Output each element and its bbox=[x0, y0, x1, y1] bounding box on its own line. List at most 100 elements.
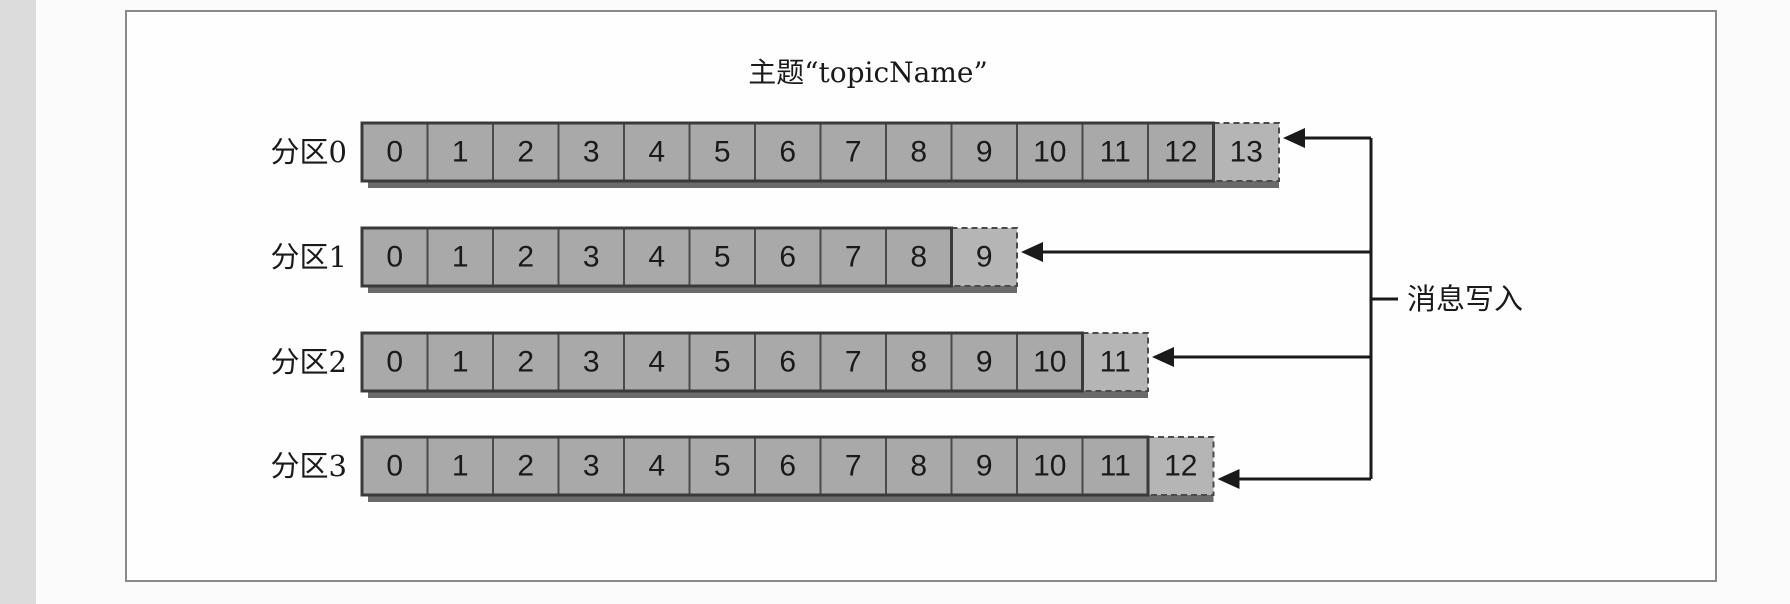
cell-box bbox=[885, 227, 953, 287]
offset-number: 7 bbox=[845, 346, 862, 379]
log-offset-cell: 9 bbox=[950, 332, 1018, 392]
log-offset-cell: 8 bbox=[885, 227, 953, 287]
offset-number: 1 bbox=[452, 450, 469, 483]
cell-box bbox=[623, 227, 691, 287]
offset-number: 9 bbox=[976, 450, 993, 483]
partition-label: 分区2 bbox=[271, 345, 347, 379]
cell-box bbox=[754, 122, 822, 182]
offset-number: 5 bbox=[714, 136, 731, 169]
write-arrow-head bbox=[1152, 347, 1174, 367]
cell-box bbox=[426, 227, 494, 287]
offset-number: 1 bbox=[452, 346, 469, 379]
partition-label: 分区0 bbox=[271, 135, 347, 169]
log-offset-cell: 1 bbox=[426, 332, 494, 392]
partition-outline bbox=[360, 331, 1084, 393]
offset-number: 4 bbox=[648, 346, 665, 379]
log-offset-cell: 4 bbox=[623, 332, 691, 392]
offset-number: 2 bbox=[517, 450, 534, 483]
cell-box bbox=[492, 436, 560, 496]
offset-number: 8 bbox=[910, 346, 927, 379]
messages-written-label: 消息写入 bbox=[1407, 282, 1523, 316]
offset-number: 13 bbox=[1230, 136, 1263, 169]
log-offset-cell: 7 bbox=[819, 436, 887, 496]
log-offset-cell: 11 bbox=[1081, 122, 1149, 182]
log-offset-cell: 0 bbox=[361, 227, 429, 287]
log-offset-cell: 0 bbox=[361, 332, 429, 392]
diagram-title: 主题“topicName” bbox=[748, 56, 988, 89]
offset-number: 2 bbox=[517, 241, 534, 274]
offset-number: 3 bbox=[583, 136, 600, 169]
cell-box bbox=[361, 227, 429, 287]
offset-number: 10 bbox=[1033, 136, 1066, 169]
next-write-slot: 11 bbox=[1081, 332, 1149, 392]
log-offset-cell: 7 bbox=[819, 122, 887, 182]
next-write-slot: 13 bbox=[1212, 122, 1280, 182]
log-offset-cell: 8 bbox=[885, 332, 953, 392]
partition-label: 分区3 bbox=[271, 449, 347, 483]
log-offset-cell: 4 bbox=[623, 436, 691, 496]
next-write-slot: 12 bbox=[1147, 436, 1215, 496]
offset-number: 5 bbox=[714, 450, 731, 483]
offset-number: 0 bbox=[386, 346, 403, 379]
offset-number: 6 bbox=[779, 241, 796, 274]
log-offset-cell: 2 bbox=[492, 227, 560, 287]
offset-number: 3 bbox=[583, 450, 600, 483]
offset-number: 3 bbox=[583, 346, 600, 379]
log-offset-cell: 9 bbox=[950, 122, 1018, 182]
cell-box bbox=[426, 332, 494, 392]
write-arrow-head bbox=[1021, 242, 1043, 262]
offset-number: 12 bbox=[1164, 136, 1197, 169]
log-offset-cell: 4 bbox=[623, 227, 691, 287]
cell-box bbox=[819, 332, 887, 392]
log-offset-cell: 3 bbox=[557, 227, 625, 287]
log-offset-cell: 9 bbox=[950, 436, 1018, 496]
log-offset-cell: 3 bbox=[557, 436, 625, 496]
log-offset-cell: 2 bbox=[492, 436, 560, 496]
offset-number: 5 bbox=[714, 346, 731, 379]
log-offset-cell: 5 bbox=[688, 332, 756, 392]
log-offset-cell: 2 bbox=[492, 122, 560, 182]
offset-number: 11 bbox=[1100, 450, 1131, 483]
offset-number: 12 bbox=[1164, 450, 1197, 483]
log-offset-cell: 0 bbox=[361, 122, 429, 182]
offset-number: 7 bbox=[845, 241, 862, 274]
offset-number: 0 bbox=[386, 450, 403, 483]
log-offset-cell: 10 bbox=[1016, 436, 1084, 496]
log-offset-cell: 8 bbox=[885, 436, 953, 496]
offset-number: 1 bbox=[452, 241, 469, 274]
log-offset-cell: 1 bbox=[426, 227, 494, 287]
offset-number: 4 bbox=[648, 136, 665, 169]
log-offset-cell: 3 bbox=[557, 332, 625, 392]
log-offset-cell: 10 bbox=[1016, 122, 1084, 182]
offset-number: 4 bbox=[648, 450, 665, 483]
offset-number: 9 bbox=[976, 136, 993, 169]
offset-number: 8 bbox=[910, 450, 927, 483]
offset-number: 4 bbox=[648, 241, 665, 274]
write-arrows bbox=[1021, 128, 1398, 489]
cell-box bbox=[1147, 436, 1215, 496]
log-offset-cell: 10 bbox=[1016, 332, 1084, 392]
partition-outline bbox=[360, 435, 1150, 497]
cell-box bbox=[885, 436, 953, 496]
log-offset-cell: 5 bbox=[688, 436, 756, 496]
log-offset-cell: 6 bbox=[754, 436, 822, 496]
book-page bbox=[36, 0, 1790, 604]
cell-box bbox=[754, 436, 822, 496]
offset-number: 7 bbox=[845, 450, 862, 483]
partition-outline bbox=[360, 226, 953, 288]
offset-number: 0 bbox=[386, 241, 403, 274]
log-offset-cell: 7 bbox=[819, 227, 887, 287]
write-arrow-head bbox=[1217, 469, 1240, 489]
write-arrow-head bbox=[1283, 128, 1305, 148]
log-offset-cell: 4 bbox=[623, 122, 691, 182]
offset-number: 7 bbox=[845, 136, 862, 169]
log-offset-cell: 6 bbox=[754, 332, 822, 392]
offset-number: 2 bbox=[517, 136, 534, 169]
offset-number: 3 bbox=[583, 241, 600, 274]
log-offset-cell: 11 bbox=[1081, 436, 1149, 496]
log-offset-cell: 6 bbox=[754, 227, 822, 287]
